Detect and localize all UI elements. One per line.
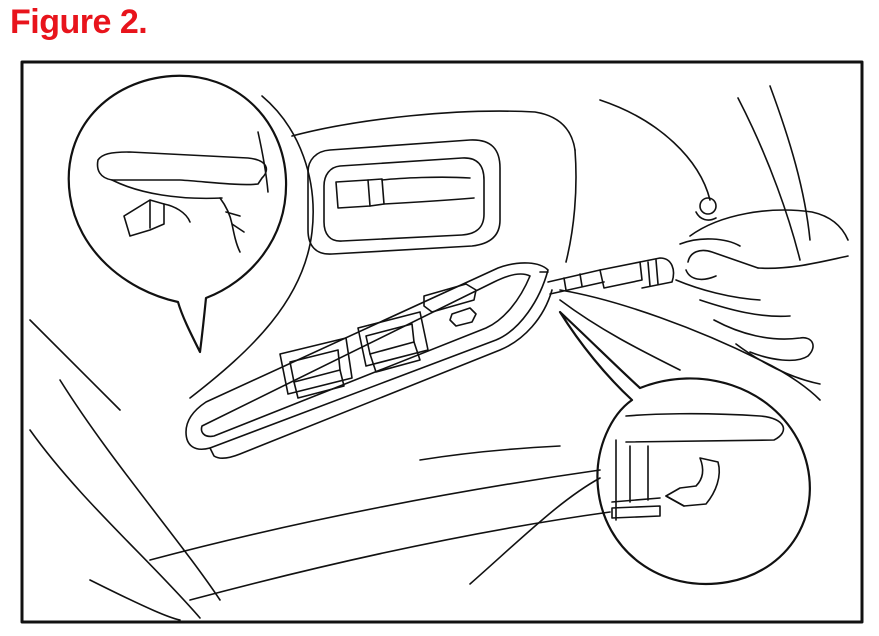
figure-title: Figure 2. [10,3,148,41]
detail-callout-clip-closeup [67,74,288,354]
illustration-frame [20,60,864,624]
figure-border [20,60,864,624]
detail-callout-clip-removed [558,310,811,586]
window-switch-panel [185,262,553,459]
door-panel-illustration [20,60,864,624]
door-panel-contours [29,85,821,621]
lock-button [449,307,477,327]
screwdriver [547,257,675,295]
window-lock-switch [423,283,477,313]
hand [675,209,849,385]
door-handle [307,139,717,255]
